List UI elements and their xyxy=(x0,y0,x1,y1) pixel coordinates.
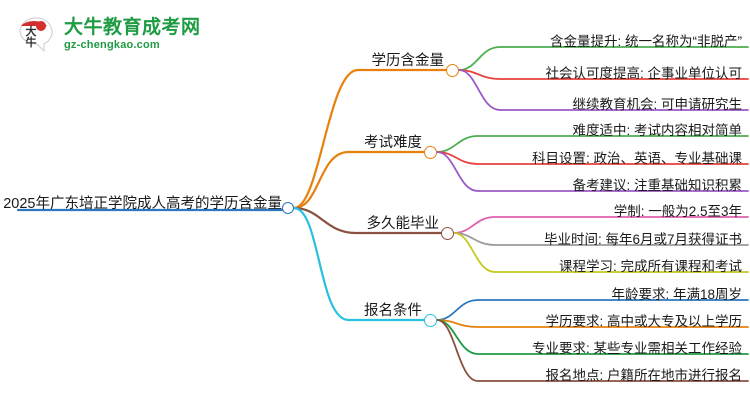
leaf-label-1-3[interactable]: 继续教育机会: 可申请研究生 xyxy=(572,97,742,112)
leaf-label-4-2[interactable]: 学历要求: 高中或大专及以上学历 xyxy=(545,314,742,329)
leaf-label-4-1[interactable]: 年龄要求: 年满18周岁 xyxy=(611,287,742,302)
mindmap-node-dot[interactable] xyxy=(440,226,454,240)
leaf-label-3-3[interactable]: 课程学习: 完成所有课程和考试 xyxy=(558,259,742,274)
svg-text:大: 大 xyxy=(26,24,37,38)
daniu-bull-logo-icon: 大 牛 xyxy=(14,13,58,55)
logo-title: 大牛教育成考网 xyxy=(64,16,201,38)
mindmap-node-dot[interactable] xyxy=(423,145,437,159)
mindmap-node-dot[interactable] xyxy=(282,202,294,214)
leaf-label-1-2[interactable]: 社会认可度提高: 企事业单位认可 xyxy=(545,66,742,81)
leaf-label-4-4[interactable]: 报名地点: 户籍所在地市进行报名 xyxy=(545,368,742,383)
svg-text:牛: 牛 xyxy=(26,35,37,49)
mindmap-node-dot[interactable] xyxy=(423,313,437,327)
branch-label-2[interactable]: 考试难度 xyxy=(364,135,422,151)
leaf-label-2-1[interactable]: 难度适中: 考试内容相对简单 xyxy=(572,123,742,138)
site-logo: 大 牛 大牛教育成考网 gz-chengkao.com xyxy=(14,10,204,58)
branch-label-4[interactable]: 报名条件 xyxy=(364,303,422,319)
leaf-label-2-3[interactable]: 备考建议: 注重基础知识积累 xyxy=(572,178,742,193)
logo-subtitle: gz-chengkao.com xyxy=(64,38,160,51)
leaf-label-4-3[interactable]: 专业要求: 某些专业需相关工作经验 xyxy=(531,341,742,356)
leaf-label-3-2[interactable]: 毕业时间: 每年6月或7月获得证书 xyxy=(543,232,742,247)
leaf-label-1-1[interactable]: 含金量提升: 统一名称为“非脱产” xyxy=(550,34,742,49)
leaf-label-3-1[interactable]: 学制: 一般为2.5至3年 xyxy=(613,204,742,219)
leaf-label-2-2[interactable]: 科目设置: 政治、英语、专业基础课 xyxy=(531,151,742,166)
root-node-label[interactable]: 2025年广东培正学院成人高考的学历含金量 xyxy=(3,196,282,212)
branch-label-3[interactable]: 多久能毕业 xyxy=(366,216,440,232)
branch-label-1[interactable]: 学历含金量 xyxy=(371,53,445,69)
mindmap-node-dot[interactable] xyxy=(445,63,459,77)
logo-text-block: 大牛教育成考网 gz-chengkao.com xyxy=(64,18,201,51)
